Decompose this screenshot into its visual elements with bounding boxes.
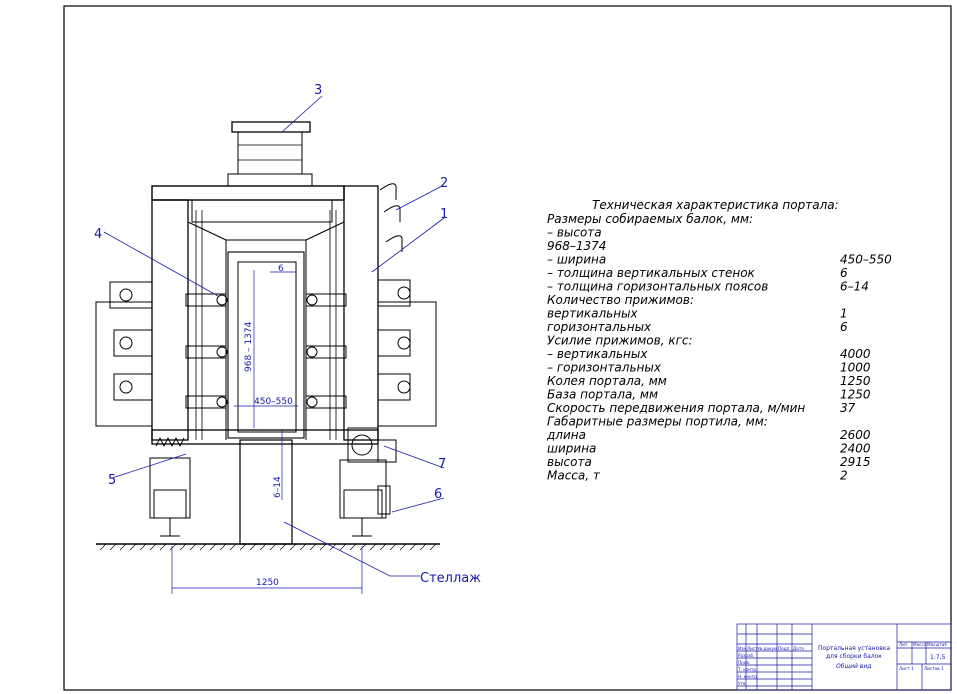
callout-7: 7 [438,457,446,472]
spec-row-label: высота [547,455,592,469]
callout-6: 6 [434,487,442,502]
top-beam [151,185,345,201]
spec-row-label: горизонтальных [547,320,652,334]
spring [155,436,185,448]
left-outer-post [151,199,189,441]
spec-row-label: – высота [547,226,602,240]
left-wheel-inner [153,489,187,519]
spec-row-value: 2400 [840,442,871,456]
callout-2: 2 [440,176,448,191]
spec-rows: Размеры собираемых балок, мм:– высота968… [546,212,892,483]
tb-list: Лист [747,646,758,651]
spec-row-label: ширина [547,442,596,456]
tb-sign: Подп. [778,646,791,651]
spec-row-value: 450–550 [840,253,892,267]
spec-row-value: 1 [840,307,848,321]
tb-prov: Пров. [738,660,750,665]
right-wheel-carriage [339,459,387,519]
spec-row-value: 2600 [840,428,871,442]
title-block [736,623,952,691]
jack-unit [377,485,391,515]
tb-izm: Изм. [738,646,748,651]
spec-row-value: 1250 [840,374,871,388]
spec-row-label: Скорость передвижения портала, м/мин [547,401,805,415]
tb-name-1: Портальная установка [818,645,890,652]
left-side-motors [95,281,153,427]
dim-flange: 6–14 [273,476,283,498]
horizontal-clamps [185,293,347,409]
left-wheel-carriage [149,457,191,519]
spec-row-label: Количество прижимов: [547,293,694,307]
tb-razrab: Разраб. [738,653,754,658]
side-hooks [379,183,403,252]
callout-stellazh: Стеллаж [420,571,481,586]
tb-date: Дата [793,646,804,651]
ground-hatch [99,543,437,551]
dim-wall: 6 [278,264,284,274]
spec-row-value: 37 [840,401,856,415]
tb-col-lit: Лит. [899,642,909,647]
beam-outer-outline [227,251,305,439]
spec-block: Техническая характеристика портала: Разм… [546,198,892,483]
right-wheel-inner [343,489,383,519]
tb-scale: 1:7,5 [930,654,946,661]
spec-row-label: Габаритные размеры портила, мм: [547,415,768,429]
spec-row-value: 2915 [840,455,871,469]
spec-row-label: – вертикальных [547,347,648,361]
tb-nkontr: Н. контр. [738,674,758,679]
callout-1: 1 [440,207,448,222]
spec-row-label: вертикальных [547,307,639,321]
callout-4: 4 [94,227,102,242]
spec-row-value: 1000 [840,361,871,375]
spec-row-label: Масса, т [547,469,601,483]
tb-view: Общий вид [836,663,871,670]
spec-row-label: Усилие прижимов, кгс: [547,334,693,348]
spec-row-label: – ширина [547,253,606,267]
rack-column [239,439,293,545]
inner-frame [187,221,345,440]
right-side-motors [377,279,437,427]
spec-row-label: – толщина вертикальных стенок [547,266,756,280]
top-motor-flange [231,121,311,133]
tb-doc: № докум. [758,646,779,651]
spec-row-value: 6–14 [840,280,869,294]
spec-row-value: 1250 [840,388,871,402]
dim-height: 968 – 1374 [244,321,254,372]
callout-leaders [103,95,445,577]
top-beam-inner [191,199,333,223]
spec-row-label: – горизонтальных [547,361,662,375]
tb-utv: Утв. [738,681,747,686]
dim-width: 450–550 [254,397,293,407]
dimensions [171,270,363,594]
top-motor-base [227,173,313,187]
spec-title: Техническая характеристика портала: [592,198,839,212]
spec-row-value: 6 [840,320,848,334]
spec-row-value: 6 [840,266,848,280]
spec-row-label: База портала, мм [547,388,658,402]
callout-3: 3 [314,83,322,98]
dim-track: 1250 [256,578,279,588]
tb-name-2: для сборки балок [826,653,882,660]
right-outer-post [343,185,379,441]
spec-row-label: длина [546,428,586,442]
tb-sheet: Лист 1 [899,666,914,671]
beam-web [237,261,297,433]
sheet-frame [63,5,952,691]
tb-sheets: Листов 1 [924,666,944,671]
tb-col-mass: Масса [913,642,927,647]
spec-row-label: – толщина горизонтальных поясов [547,280,768,294]
spec-row-label: 968–1374 [547,239,606,253]
tb-tkontr: Т. контр. [737,667,757,672]
portal-drawing [95,121,440,551]
tb-col-scale: Масштаб [927,642,947,647]
callout-5: 5 [108,473,116,488]
spec-row-label: Размеры собираемых балок, мм: [547,212,753,226]
spec-row-label: Колея портала, мм [547,374,667,388]
top-motor-body [237,131,303,175]
spec-row-value: 4000 [840,347,871,361]
spec-row-value: 2 [840,469,848,483]
